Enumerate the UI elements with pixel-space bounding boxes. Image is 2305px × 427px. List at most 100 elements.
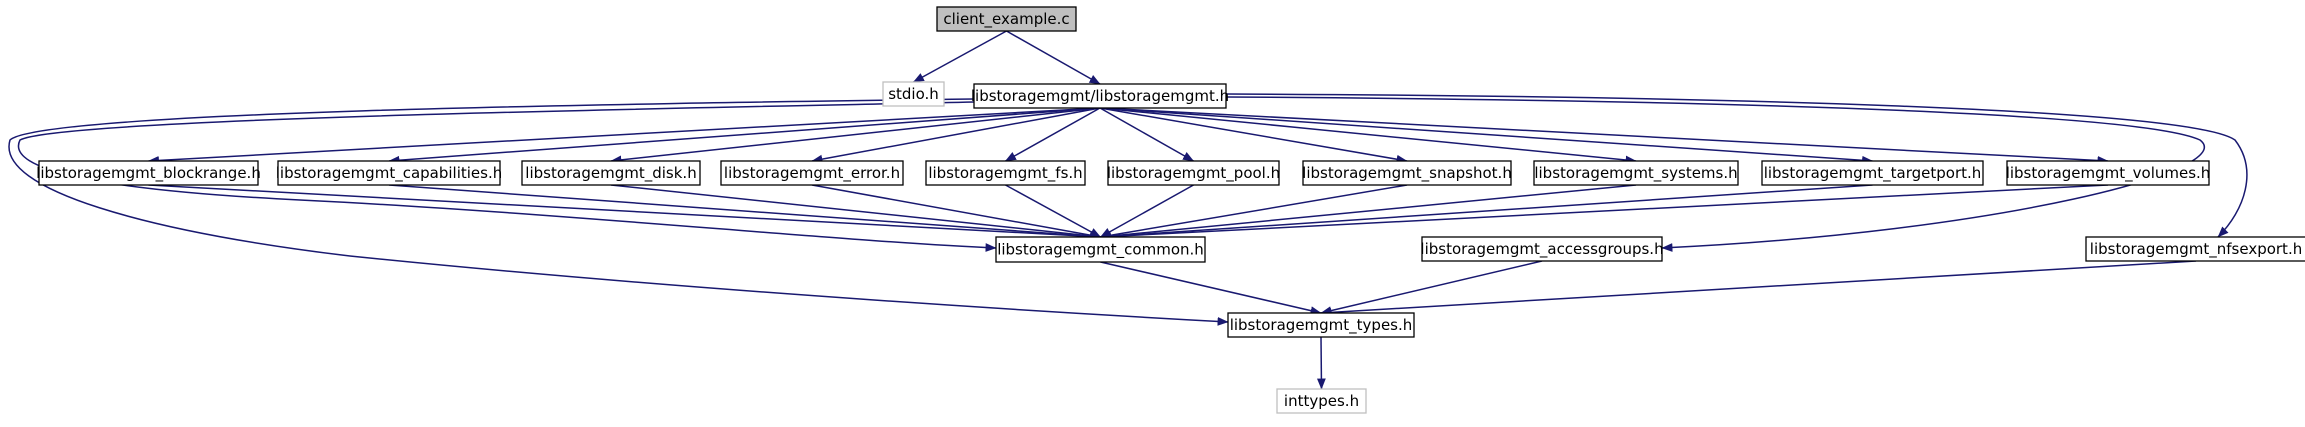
- node-label: libstoragemgmt_systems.h: [1534, 164, 1737, 183]
- node-client_example[interactable]: client_example.c: [936, 6, 1077, 32]
- node-pool[interactable]: libstoragemgmt_pool.h: [1107, 160, 1280, 186]
- edge-line: [1320, 260, 1543, 315]
- node-box: [936, 6, 1077, 32]
- edge-libstoragemgmt-to-blockrange: [147, 107, 1101, 165]
- edge-line: [610, 107, 1101, 165]
- node-targetport[interactable]: libstoragemgmt_targetport.h: [1761, 160, 1984, 186]
- node-label: libstoragemgmt/libstoragemgmt.h: [971, 87, 1229, 105]
- edge-capabilities-to-common: [388, 184, 1102, 241]
- node-box: [720, 160, 904, 186]
- edge-line: [913, 30, 1007, 83]
- edge-libstoragemgmt-to-snapshot: [1099, 107, 1408, 164]
- edge-line: [610, 184, 1102, 241]
- node-volumes[interactable]: libstoragemgmt_volumes.h: [2006, 160, 2211, 186]
- node-box: [1761, 160, 1984, 186]
- edge-line: [1099, 184, 2109, 241]
- edge-line: [1099, 107, 1194, 162]
- node-label: libstoragemgmt_capabilities.h: [276, 164, 503, 183]
- node-box: [1533, 160, 1739, 186]
- node-inttypes: inttypes.h: [1276, 388, 1367, 414]
- node-label: libstoragemgmt_accessgroups.h: [1420, 240, 1663, 259]
- edge-line: [148, 184, 1102, 241]
- edge-line: [1225, 96, 2206, 252]
- node-box: [995, 236, 1206, 263]
- node-libstoragemgmt[interactable]: libstoragemgmt/libstoragemgmt.h: [971, 83, 1229, 109]
- edge-line: [811, 184, 1102, 240]
- edge-libstoragemgmt-to-volumes: [1099, 107, 2109, 165]
- node-error[interactable]: libstoragemgmt_error.h: [720, 160, 904, 186]
- node-box: [2085, 236, 2305, 262]
- edge-volumes-to-common: [1099, 184, 2109, 241]
- edge-client_example-to-stdio: [913, 30, 1007, 83]
- edge-libstoragemgmt-to-systems: [1099, 107, 1637, 165]
- node-disk[interactable]: libstoragemgmt_disk.h: [521, 160, 701, 186]
- node-label: inttypes.h: [1284, 392, 1359, 410]
- node-label: libstoragemgmt_common.h: [997, 241, 1204, 260]
- edge-line: [1225, 93, 2248, 238]
- edge-line: [8, 98, 1229, 326]
- edge-line: [1099, 107, 2109, 165]
- edge-systems-to-common: [1099, 184, 1637, 241]
- node-stdio: stdio.h: [882, 81, 945, 107]
- node-systems[interactable]: libstoragemgmt_systems.h: [1533, 160, 1739, 186]
- edge-libstoragemgmt-to-accessgroups: [1225, 96, 2206, 252]
- node-box: [1107, 160, 1280, 186]
- edge-libstoragemgmt-to-types: [8, 98, 1229, 326]
- node-label: libstoragemgmt_blockrange.h: [36, 164, 261, 183]
- edge-line: [1316, 336, 1326, 390]
- node-label: libstoragemgmt_volumes.h: [2006, 164, 2211, 183]
- edge-libstoragemgmt-to-pool: [1099, 107, 1194, 162]
- node-label: libstoragemgmt_types.h: [1230, 316, 1413, 335]
- node-box: [38, 160, 259, 186]
- node-label: libstoragemgmt_pool.h: [1107, 164, 1280, 183]
- edge-line: [1100, 261, 1322, 315]
- edge-client_example-to-libstoragemgmt: [1006, 30, 1101, 85]
- node-label: libstoragemgmt_fs.h: [928, 164, 1082, 183]
- node-box: [925, 160, 1086, 186]
- edge-libstoragemgmt-to-disk: [610, 107, 1101, 165]
- edge-snapshot-to-common: [1099, 184, 1408, 240]
- node-label: libstoragemgmt_error.h: [724, 164, 900, 183]
- node-common[interactable]: libstoragemgmt_common.h: [995, 236, 1206, 263]
- node-label: libstoragemgmt_snapshot.h: [1302, 164, 1512, 183]
- node-label: libstoragemgmt_nfsexport.h: [2090, 240, 2302, 259]
- edge-line: [1100, 184, 1194, 238]
- edge-line: [1005, 107, 1101, 162]
- node-box: [882, 81, 945, 107]
- node-box: [1227, 312, 1415, 338]
- node-box: [521, 160, 701, 186]
- edge-targetport-to-common: [1099, 184, 1873, 241]
- node-fs[interactable]: libstoragemgmt_fs.h: [925, 160, 1086, 186]
- edge-nfsexport-to-types: [1320, 260, 2197, 317]
- nodes-layer: client_example.c stdio.h libstoragemgmt/li…: [36, 6, 2305, 414]
- node-types[interactable]: libstoragemgmt_types.h: [1227, 312, 1415, 338]
- edge-line: [1099, 184, 1873, 241]
- edge-line: [1099, 107, 1874, 165]
- node-box: [1276, 388, 1367, 414]
- edge-libstoragemgmt-to-fs: [1005, 107, 1101, 162]
- node-label: libstoragemgmt_disk.h: [525, 164, 696, 183]
- edge-blockrange-to-common: [148, 184, 1102, 241]
- edge-libstoragemgmt-to-nfsexport: [1225, 93, 2248, 238]
- edge-line: [811, 107, 1101, 164]
- edge-libstoragemgmt-to-error: [811, 107, 1101, 164]
- node-nfsexport[interactable]: libstoragemgmt_nfsexport.h: [2085, 236, 2305, 262]
- node-box: [1302, 160, 1512, 186]
- edge-line: [388, 107, 1101, 165]
- node-blockrange[interactable]: libstoragemgmt_blockrange.h: [36, 160, 261, 186]
- edge-pool-to-common: [1100, 184, 1194, 238]
- edge-common-to-types: [1100, 261, 1322, 315]
- node-snapshot[interactable]: libstoragemgmt_snapshot.h: [1302, 160, 1512, 186]
- node-accessgroups[interactable]: libstoragemgmt_accessgroups.h: [1420, 236, 1664, 262]
- edge-line: [1006, 30, 1101, 85]
- edge-accessgroups-to-types: [1320, 260, 1543, 315]
- node-capabilities[interactable]: libstoragemgmt_capabilities.h: [276, 160, 503, 186]
- node-box: [277, 160, 501, 186]
- edge-line: [1099, 107, 1408, 164]
- edge-line: [1099, 107, 1637, 165]
- edge-fs-to-common: [1005, 184, 1101, 238]
- edge-line: [1099, 184, 1408, 240]
- node-box: [973, 83, 1227, 109]
- edge-types-to-inttypes: [1316, 336, 1326, 390]
